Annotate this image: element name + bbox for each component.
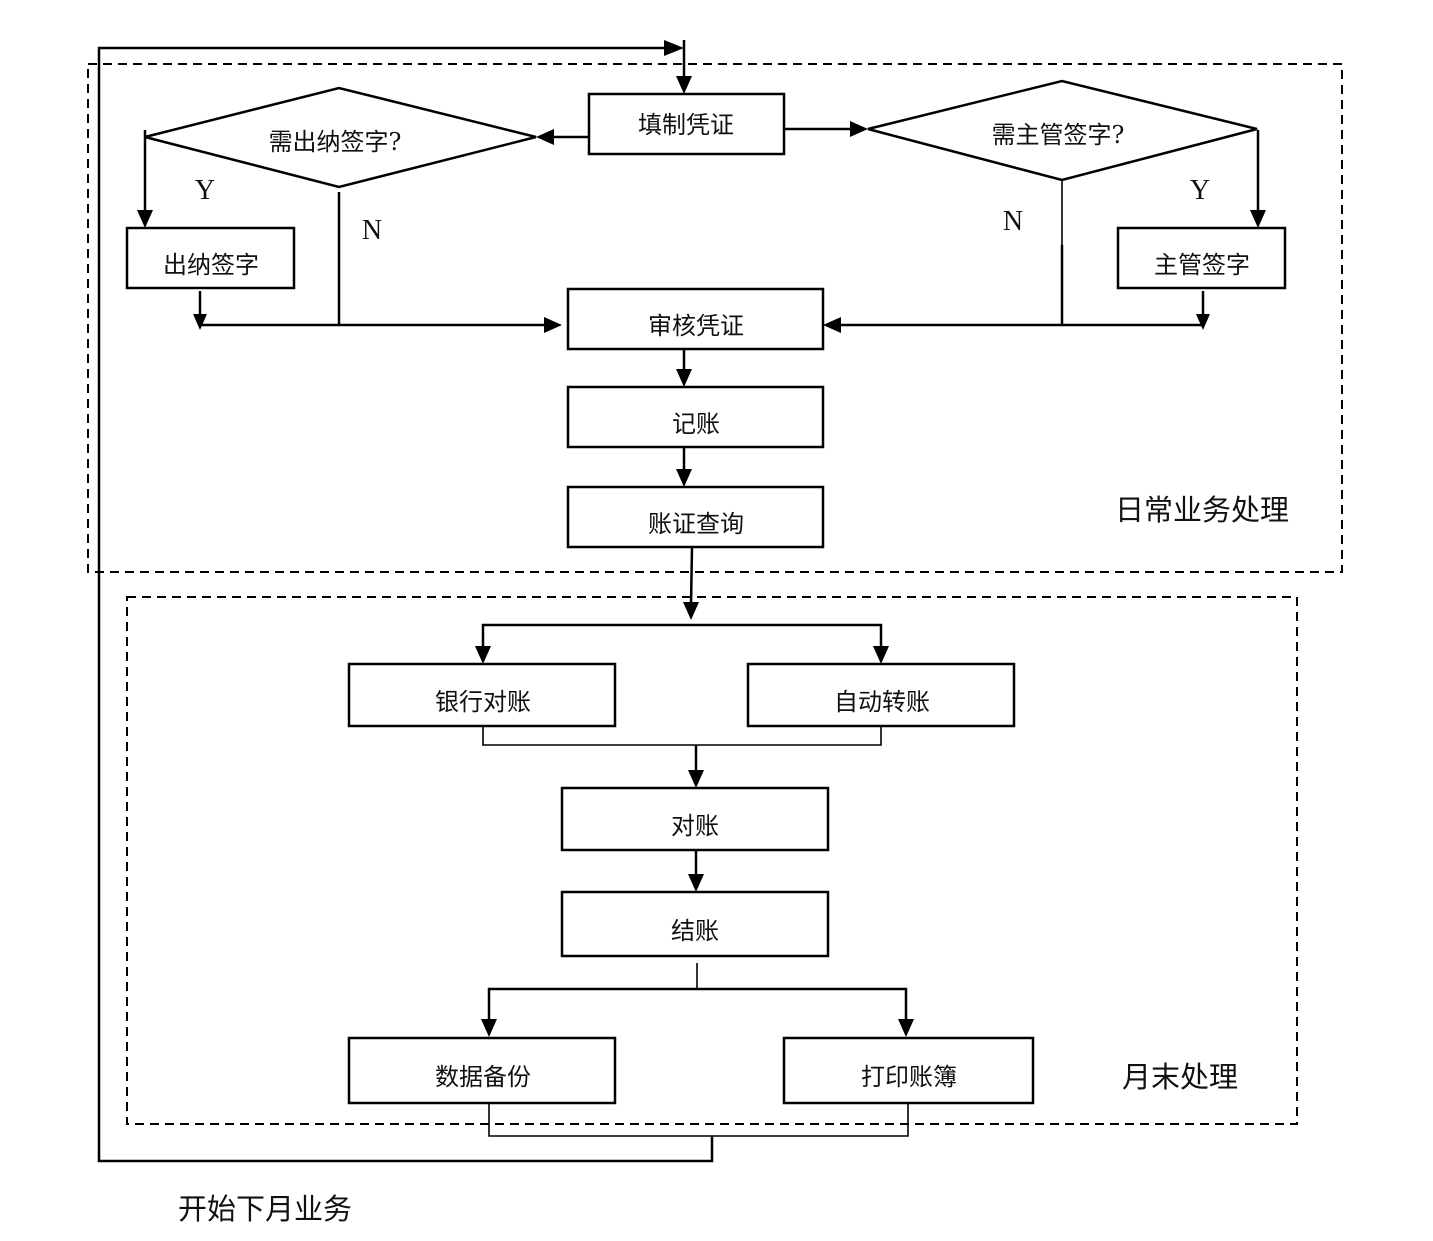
arrowhead [137, 210, 153, 228]
close-books-label: 结账 [671, 917, 719, 945]
arrowhead [898, 1019, 914, 1037]
audit-voucher-label: 审核凭证 [648, 312, 744, 340]
backup-box[interactable] [347, 1036, 617, 1105]
supervisor-yes-label: Y [1190, 175, 1210, 206]
supervisor-no-label: N [1003, 206, 1023, 237]
supervisor-sign-label: 主管签字 [1154, 251, 1250, 279]
arrowhead [481, 1019, 497, 1037]
arrowhead [1250, 210, 1266, 228]
need-cashier-label: 需出纳签字? [269, 128, 402, 156]
daily-processing-title: 日常业务处理 [1115, 493, 1289, 527]
fill-voucher-label: 填制凭证 [638, 111, 734, 139]
loop-back-connector [97, 40, 714, 1163]
arrowhead [1196, 314, 1210, 330]
cashier-no-label: N [362, 215, 382, 246]
bookkeeping-box[interactable] [566, 385, 825, 449]
next-month-loop-label: 开始下月业务 [178, 1192, 352, 1226]
arrowhead [544, 317, 562, 333]
print-books-box[interactable] [782, 1036, 1035, 1105]
arrowhead [536, 129, 554, 145]
arrowhead [688, 770, 704, 788]
merge-after-backup-and-print [488, 1103, 909, 1137]
arrowhead [688, 874, 704, 892]
month-end-region [126, 596, 1298, 1125]
reconcile-box[interactable] [560, 786, 830, 852]
month-end-title: 月末处理 [1122, 1060, 1238, 1094]
need-supervisor-decision[interactable] [867, 79, 1258, 182]
need-supervisor-label: 需主管签字? [992, 121, 1125, 149]
cashier-sign-box[interactable] [125, 226, 296, 290]
bank-reconcile-box[interactable] [347, 662, 617, 728]
cashier-yes-label: Y [195, 175, 215, 206]
query-box[interactable] [566, 485, 825, 549]
merge-to-reconcile [482, 726, 882, 746]
auto-transfer-label: 自动转账 [834, 688, 930, 716]
auto-transfer-box[interactable] [746, 662, 1016, 728]
print-books-label: 打印账簿 [861, 1063, 957, 1091]
arrowhead [850, 121, 868, 137]
arrowhead [873, 646, 889, 664]
need-cashier-decision[interactable] [144, 86, 537, 189]
supervisor-sign-box[interactable] [1116, 226, 1287, 290]
cashier-sign-label: 出纳签字 [163, 251, 259, 279]
arrowhead [193, 314, 207, 330]
fill-voucher-box[interactable] [587, 92, 786, 156]
arrowhead [475, 646, 491, 664]
daily-processing-region [87, 63, 1343, 573]
edge-query-down [689, 546, 694, 606]
query-label: 账证查询 [648, 510, 744, 538]
split-to-bank-and-transfer [481, 623, 883, 648]
backup-label: 数据备份 [435, 1063, 531, 1091]
arrowhead [683, 602, 699, 620]
arrowhead [823, 317, 841, 333]
close-books-box[interactable] [560, 890, 830, 958]
audit-voucher-box[interactable] [566, 287, 825, 351]
bookkeeping-label: 记账 [672, 410, 720, 438]
reconcile-label: 对账 [671, 812, 719, 840]
split-to-backup-and-print [487, 987, 908, 1021]
bank-reconcile-label: 银行对账 [435, 688, 531, 716]
arrowhead [676, 469, 692, 487]
arrowhead [676, 369, 692, 387]
